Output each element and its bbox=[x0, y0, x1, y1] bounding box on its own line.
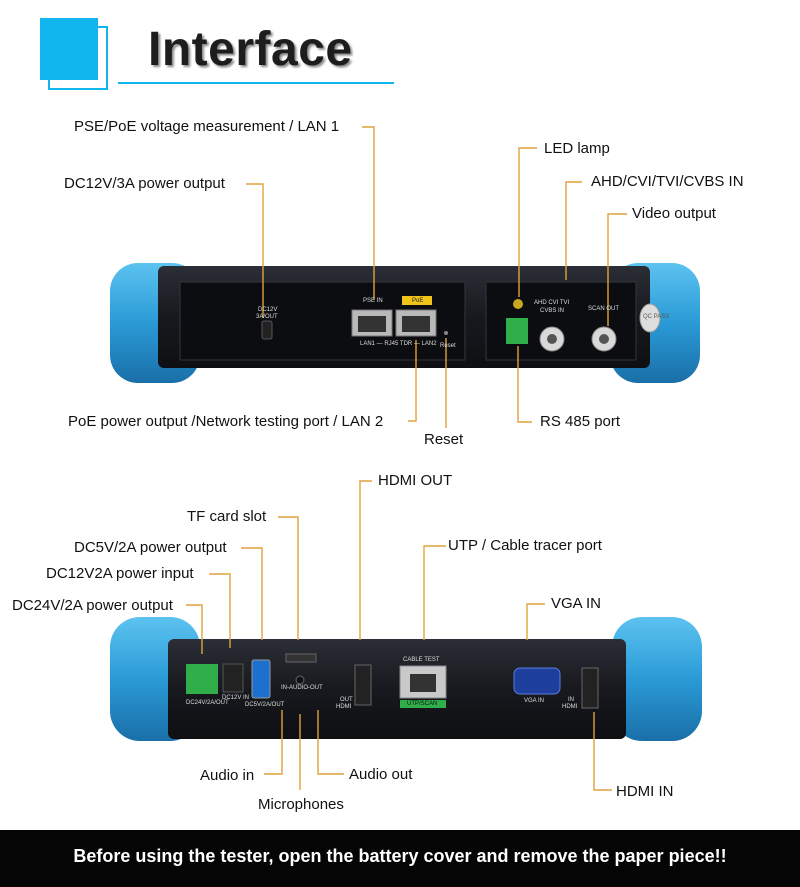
silk-out: OUT bbox=[340, 697, 353, 703]
poe-badge bbox=[402, 296, 432, 305]
silk-vga: VGA IN bbox=[524, 698, 545, 704]
rs485-terminal bbox=[506, 318, 528, 344]
label-led-lamp: LED lamp bbox=[544, 140, 610, 157]
hdmi-in-port bbox=[581, 667, 599, 709]
label-vga-in: VGA IN bbox=[551, 595, 602, 612]
header-accent-outline bbox=[48, 26, 108, 90]
bottom-right-bumper bbox=[612, 617, 702, 741]
footer-banner bbox=[0, 830, 800, 887]
label-audio-in: Audio in bbox=[200, 767, 255, 784]
page-title: Interface bbox=[148, 23, 353, 76]
silk-utp-scan: UTP/SCAN bbox=[407, 701, 438, 707]
label-ahd-in: AHD/CVI/TVI/CVBS IN bbox=[591, 173, 744, 190]
label-tf-card: TF card slot bbox=[187, 508, 267, 525]
silk-dc12in: DC12V IN bbox=[222, 695, 250, 701]
label-utp: UTP / Cable tracer port bbox=[448, 537, 602, 554]
bottom-leader-lines bbox=[186, 480, 612, 791]
reset-hole bbox=[444, 331, 448, 335]
silk-hdmi-out: HDMI bbox=[336, 704, 352, 710]
tf-card-slot bbox=[285, 653, 317, 663]
silk-cable-test: CABLE TEST bbox=[403, 657, 440, 663]
label-pse-poe: PSE/PoE voltage measurement / LAN 1 bbox=[74, 118, 340, 135]
label-hdmi-in: HDMI IN bbox=[616, 783, 674, 800]
usb-port bbox=[251, 659, 271, 699]
qc-sticker bbox=[639, 303, 661, 333]
label-hdmi-out: HDMI OUT bbox=[378, 472, 453, 489]
label-dc12v-input: DC12V2A power input bbox=[46, 565, 194, 582]
label-reset: Reset bbox=[424, 431, 464, 448]
label-rs485: RS 485 port bbox=[540, 413, 621, 430]
silk-hdmi-in: HDMI bbox=[562, 704, 578, 710]
silk-cvbs: CVBS IN bbox=[540, 308, 565, 314]
silk-audio: IN-AUDIO-OUT bbox=[281, 685, 323, 691]
silk-ahd: AHD CVI TVI bbox=[534, 300, 570, 306]
led-lamp bbox=[513, 299, 523, 309]
label-dc24v-output: DC24V/2A power output bbox=[12, 597, 173, 614]
label-dc12v-output: DC12V/3A power output bbox=[64, 175, 225, 192]
utp-scan-band bbox=[400, 700, 446, 708]
silk-in: IN bbox=[568, 697, 574, 703]
label-microphones: Microphones bbox=[258, 796, 344, 813]
footer-warning-text: Before using the tester, open the batter… bbox=[73, 846, 727, 866]
audio-jack bbox=[295, 675, 305, 685]
label-audio-out: Audio out bbox=[349, 766, 413, 783]
silk-dc24: DC24V/2A/OUT bbox=[186, 700, 229, 706]
dc24v-terminal bbox=[186, 664, 218, 694]
silk-scan-out: SCAN OUT bbox=[588, 306, 620, 312]
silk-qc: QC PASS bbox=[643, 314, 670, 320]
silk-lan-row: LAN1 — RJ45 TDR — LAN2 bbox=[360, 341, 437, 347]
title-underline bbox=[118, 82, 394, 84]
dc12v-in-jack bbox=[222, 663, 244, 693]
top-device bbox=[110, 263, 700, 383]
top-leader-lines bbox=[246, 126, 627, 428]
silk-dc5: DC5V/2A/OUT bbox=[245, 702, 285, 708]
silk-pse-in: PSE IN bbox=[363, 298, 383, 304]
bottom-device bbox=[110, 617, 702, 741]
silk-dc12v-sub: 3A/OUT bbox=[256, 314, 278, 320]
label-video-output: Video output bbox=[632, 205, 716, 222]
silk-reset: Reset bbox=[440, 343, 456, 349]
hdmi-out-port bbox=[354, 664, 372, 706]
dc12v-jack bbox=[261, 320, 273, 340]
label-poe-output: PoE power output /Network testing port /… bbox=[68, 413, 384, 430]
silk-dc12v: DC12V bbox=[258, 307, 278, 313]
vga-port bbox=[513, 667, 561, 695]
silk-poe: PoE bbox=[412, 298, 424, 304]
label-dc5v-output: DC5V/2A power output bbox=[74, 539, 227, 556]
